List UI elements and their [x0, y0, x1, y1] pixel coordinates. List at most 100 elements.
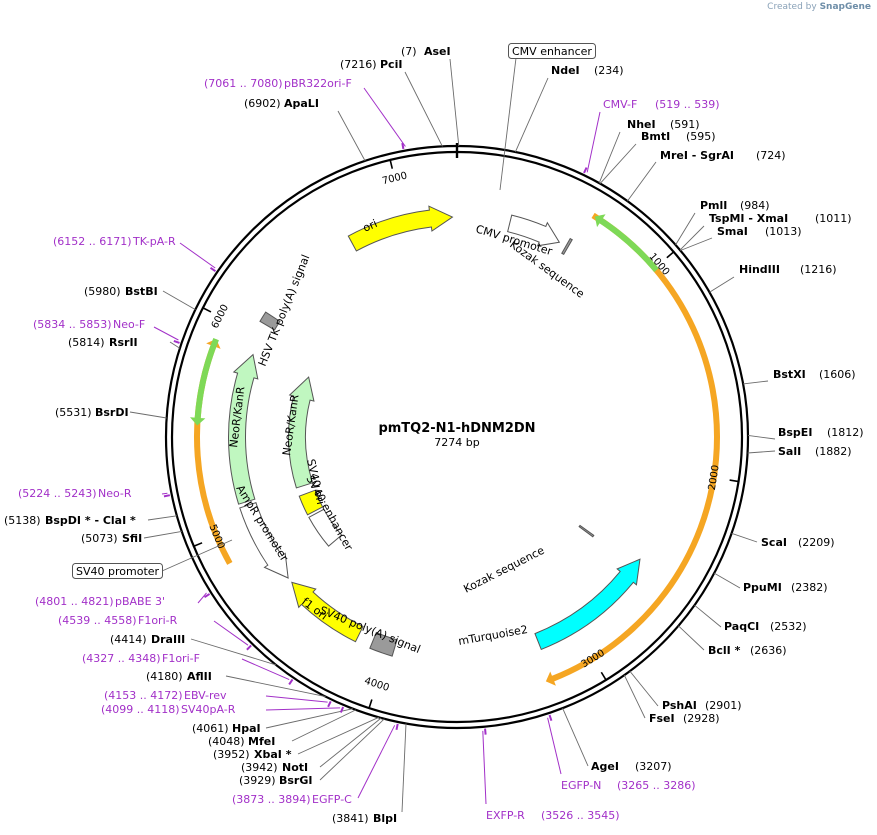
primer-binding-mark	[327, 700, 332, 708]
primer-binding-mark	[484, 728, 487, 735]
primer-label: Neo-F	[113, 318, 145, 331]
site-position: (5814)	[68, 336, 105, 349]
primer-range: (6152 .. 6171)	[53, 235, 132, 248]
primer-range: (4327 .. 4348)	[82, 652, 161, 665]
site-label: NotI	[282, 761, 308, 774]
cmv-enhancer-box	[508, 43, 596, 59]
primer-range: (4801 .. 4821)	[35, 595, 114, 608]
site-leader-line	[599, 143, 637, 184]
tick-mark-2000	[729, 479, 740, 483]
primer-leader-line	[547, 717, 562, 775]
tick-mark-1000	[666, 250, 675, 259]
feature-f1-ori-8	[291, 581, 364, 643]
site-label: MreI - SgrAI	[660, 149, 734, 162]
primer-leader-line	[265, 707, 341, 711]
site-label: BspDI * - ClaI *	[45, 514, 136, 527]
cmv-enhancer-leader	[499, 57, 517, 191]
site-label: BsrGI	[279, 774, 312, 787]
site-position: (3952)	[213, 748, 250, 761]
tick-label-3000: 3000	[579, 648, 606, 671]
feature-sv40-ori-10	[298, 489, 324, 516]
site-position: (2382)	[791, 581, 828, 594]
site-label: HindIII	[739, 263, 780, 276]
site-leader-line	[629, 670, 659, 707]
primer-range: (7061 .. 7080)	[204, 77, 283, 90]
primer-leader-line	[482, 730, 487, 805]
primer-label: EGFP-N	[561, 779, 601, 792]
snapgene-logo: SnapGene	[819, 2, 871, 12]
primer-leader-line	[153, 326, 179, 341]
site-leader-line	[731, 532, 758, 543]
sv40-promoter-leader	[161, 539, 233, 572]
primer-label: Neo-R	[98, 487, 132, 500]
feature-ampr-promoter-9	[239, 502, 289, 579]
primer-binding-mark	[163, 494, 171, 498]
site-leader-line	[679, 225, 705, 251]
feature-sv40-poly-a-signal-7	[369, 631, 398, 657]
primer-label: EBV-rev	[184, 689, 227, 702]
snapgene-credit: Created by SnapGene	[767, 2, 871, 12]
primer-range: (519 .. 539)	[655, 98, 720, 111]
site-label: ApaLI	[284, 97, 319, 110]
site-leader-line	[190, 638, 277, 666]
site-leader-line	[747, 434, 776, 440]
site-label: AflII	[187, 670, 212, 683]
site-leader-line	[162, 290, 196, 310]
feature-annotation-4	[594, 214, 659, 273]
primer-range: (3265 .. 3286)	[617, 779, 696, 792]
site-position: (3942)	[241, 761, 278, 774]
primer-range: (5224 .. 5243)	[18, 487, 97, 500]
site-position: (3929)	[239, 774, 276, 787]
site-leader-line	[709, 276, 735, 293]
primer-binding-mark	[203, 593, 211, 599]
primer-range: (4099 .. 4118)	[101, 703, 180, 716]
primer-binding-mark	[583, 167, 588, 174]
primer-binding-mark	[288, 678, 294, 686]
site-label: PaqCI	[724, 620, 759, 633]
site-leader-line	[337, 110, 366, 162]
site-position: (4414)	[110, 633, 147, 646]
site-position: (6902)	[244, 97, 281, 110]
primer-binding-mark	[209, 266, 217, 272]
site-label: PshAI	[662, 699, 697, 712]
primer-binding-mark	[548, 714, 553, 722]
primer-range: (3873 .. 3894)	[232, 793, 311, 806]
primer-label: F1ori-F	[162, 652, 200, 665]
site-leader-line	[562, 708, 589, 767]
site-leader-line	[694, 604, 722, 628]
primer-range: (4153 .. 4172)	[104, 689, 183, 702]
tick-mark-3000	[600, 671, 608, 682]
site-label: SfiI	[122, 532, 142, 545]
site-position: (5073)	[81, 532, 118, 545]
primer-leader-line	[241, 658, 290, 681]
primer-binding-mark	[339, 706, 345, 713]
site-label: XbaI *	[254, 748, 292, 761]
tick-label-2000: 2000	[707, 464, 722, 491]
site-position: (591)	[670, 118, 700, 131]
site-position: (5138)	[4, 514, 41, 527]
site-position: (4048)	[208, 735, 245, 748]
site-leader-line	[291, 709, 356, 742]
primer-leader-line	[357, 725, 396, 799]
feature-hsv-tk-poly-a-signal-16	[259, 311, 281, 331]
site-label: AgeI	[591, 760, 619, 773]
mturquoise2-label: mTurquoise2	[457, 623, 529, 648]
kozak-sequence-label-2: Kozak sequence	[461, 544, 546, 596]
site-label: AseI	[424, 45, 451, 58]
tick-mark-7000	[389, 158, 394, 169]
site-position: (1606)	[819, 368, 856, 381]
primer-label: TK-pA-R	[132, 235, 176, 248]
site-leader-line	[401, 723, 407, 813]
feature-hdnm2dn-3	[545, 212, 720, 686]
site-leader-line	[713, 572, 741, 589]
primer-leader-line	[161, 492, 168, 495]
site-label: HpaI	[232, 722, 261, 735]
site-position: (4180)	[146, 670, 183, 683]
site-leader-line	[449, 58, 460, 147]
sv40-promoter-label: SV40 promoter	[76, 565, 160, 578]
site-label: SalI	[778, 445, 801, 458]
primer-binding-mark	[173, 340, 180, 344]
primer-leader-line	[197, 592, 207, 604]
site-position: (1216)	[800, 263, 837, 276]
tick-label-6000: 6000	[210, 303, 231, 331]
